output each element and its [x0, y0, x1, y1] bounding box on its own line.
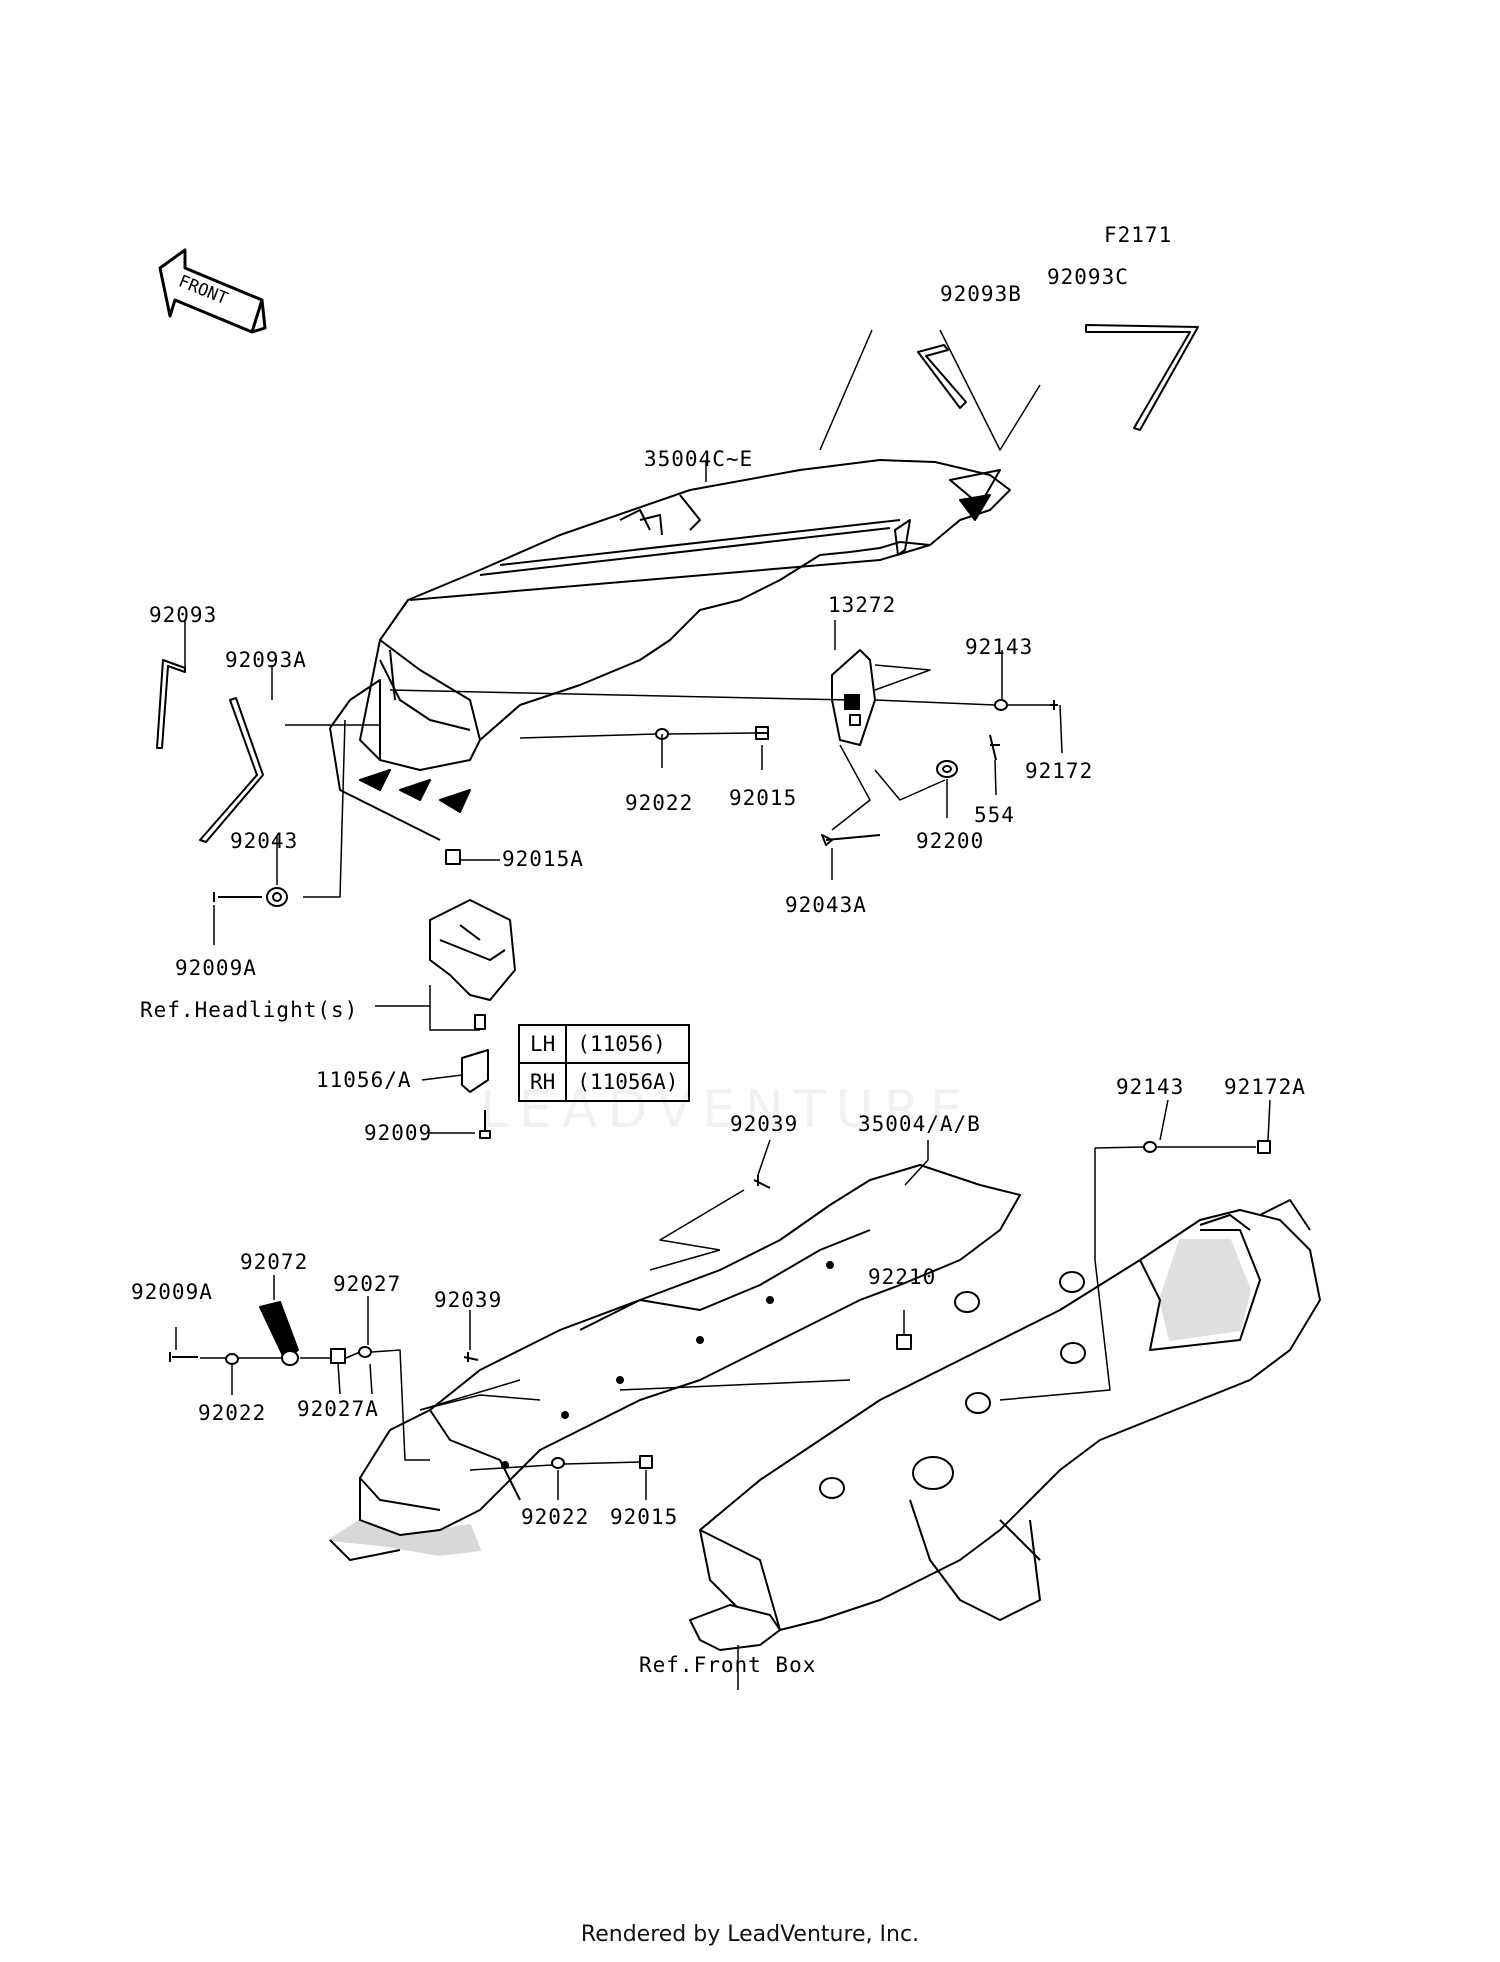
part-label-92172a: 92172A — [1224, 1075, 1306, 1099]
table-row: LH (11056) — [517, 1024, 691, 1064]
clip-554 — [989, 734, 1000, 761]
front-box-frame — [689, 1199, 1321, 1651]
screw-92039-top — [753, 1175, 771, 1189]
part-label-92039-mid: 92039 — [434, 1288, 503, 1312]
part-label-92143-bottom: 92143 — [1116, 1075, 1185, 1099]
part-label-35004c-e: 35004C~E — [644, 447, 754, 471]
part-label-92093c: 92093C — [1047, 265, 1129, 289]
trim-strip-92093 — [156, 659, 186, 749]
part-label-92022-top: 92022 — [625, 791, 694, 815]
part-label-92210: 92210 — [868, 1265, 937, 1289]
part-label-92043a: 92043A — [785, 893, 867, 917]
washer-92027 — [358, 1346, 372, 1358]
bolt-92009a-top — [213, 892, 262, 902]
part-label-35004-a-b: 35004/A/B — [858, 1112, 981, 1136]
part-label-554: 554 — [974, 803, 1015, 827]
clip-92210 — [896, 1334, 912, 1350]
leader-lines-top — [184, 329, 1063, 945]
part-label-92015a: 92015A — [502, 847, 584, 871]
grommet-92043 — [266, 887, 288, 907]
part-label-92027a: 92027A — [297, 1397, 379, 1421]
part-label-92022-bottom: 92022 — [521, 1505, 590, 1529]
collar-92027a — [330, 1348, 346, 1364]
part-label-92027: 92027 — [333, 1272, 402, 1296]
washer-92143-bottom — [1143, 1141, 1157, 1153]
part-label-92009a-top: 92009A — [175, 956, 257, 980]
trim-strip-92093c — [1085, 324, 1199, 431]
ref-headlights-label: Ref.Headlight(s) — [140, 998, 359, 1022]
table-cell-part: (11056A) — [565, 1062, 691, 1102]
part-label-13272: 13272 — [828, 593, 897, 617]
nut-92015a — [445, 849, 461, 865]
part-label-92172: 92172 — [1025, 759, 1094, 783]
ref-front-box-label: Ref.Front Box — [639, 1653, 817, 1677]
part-label-92200: 92200 — [916, 829, 985, 853]
part-label-92009: 92009 — [364, 1121, 433, 1145]
part-label-92093: 92093 — [149, 603, 218, 627]
part-label-92039-top: 92039 — [730, 1112, 799, 1136]
part-label-92043: 92043 — [230, 829, 299, 853]
table-cell-side: RH — [517, 1062, 568, 1102]
front-arrow-icon: FRONT — [158, 248, 267, 334]
screw-92009 — [479, 1110, 491, 1139]
washer-92022-left — [225, 1353, 239, 1365]
washer-92200 — [936, 760, 958, 778]
screw-92039-mid — [463, 1352, 479, 1362]
part-label-92093a: 92093A — [225, 648, 307, 672]
bracket-92072 — [259, 1301, 299, 1366]
table-cell-part: (11056) — [565, 1024, 691, 1064]
footer-credit: Rendered by LeadVenture, Inc. — [580, 1922, 920, 1947]
trim-strip-92093b — [917, 344, 967, 409]
washer-92022-bottom — [551, 1457, 565, 1469]
bolt-92043a — [821, 834, 881, 846]
screw-92172 — [1050, 700, 1058, 710]
bracket-13272 — [831, 649, 876, 746]
side-part-table: LH (11056) RH (11056A) — [517, 1024, 691, 1102]
part-label-92009a-bottom: 92009A — [131, 1280, 213, 1304]
table-row: RH (11056A) — [517, 1062, 691, 1102]
bracket-11056 — [461, 1049, 489, 1093]
headlight-bracket — [429, 899, 516, 1030]
part-label-92015-top: 92015 — [729, 786, 798, 810]
table-cell-side: LH — [517, 1024, 568, 1064]
part-label-92072: 92072 — [240, 1250, 309, 1274]
figure-code: F2171 — [1104, 223, 1173, 247]
washer-92143-top — [994, 699, 1008, 711]
nut-92015-top — [755, 726, 769, 740]
part-label-11056-a: 11056/A — [316, 1068, 412, 1092]
nut-92015-bottom — [639, 1455, 653, 1469]
part-label-92093b: 92093B — [940, 282, 1022, 306]
upper-roof-panel — [329, 459, 1011, 841]
part-label-92015-bottom: 92015 — [610, 1505, 679, 1529]
leader-lines-headlight — [375, 985, 480, 1134]
screw-92172a — [1257, 1140, 1271, 1154]
part-label-92143-top: 92143 — [965, 635, 1034, 659]
leader-lines-bottom — [175, 1099, 1271, 1690]
part-label-92022-left: 92022 — [198, 1401, 267, 1425]
bolt-92009a-bottom — [169, 1352, 198, 1362]
trim-strip-92093a — [199, 697, 264, 843]
